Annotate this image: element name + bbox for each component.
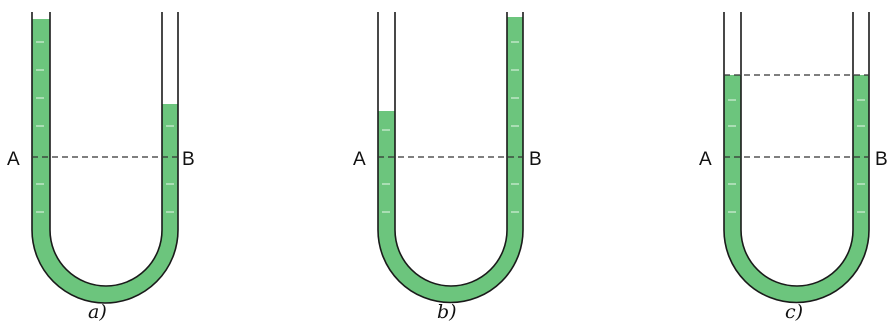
tube-a-inner-wall: [49, 12, 163, 287]
tube-c-label-right: B: [875, 149, 888, 170]
tube-a-ticks: [36, 41, 174, 273]
tube-b-label-right: B: [529, 149, 542, 170]
tube-c-inner-wall: [740, 12, 854, 287]
tube-b-inner-wall: [394, 12, 508, 287]
tube-a: A B a): [7, 12, 195, 323]
tube-c-label-left: A: [699, 149, 712, 170]
tube-b: A B b): [353, 12, 542, 323]
tube-c-outer-wall: [723, 12, 870, 304]
tube-c-liquid: [724, 75, 869, 303]
tube-c-caption: c): [785, 301, 803, 323]
tube-a-caption: a): [88, 301, 107, 323]
tube-b-label-left: A: [353, 149, 366, 170]
tube-a-liquid: [32, 19, 178, 303]
tube-b-ticks: [382, 41, 519, 273]
tube-a-label-left: A: [7, 149, 20, 170]
tube-c: A B c): [699, 12, 888, 323]
tube-b-outer-wall: [377, 12, 524, 304]
tube-b-liquid: [378, 17, 523, 303]
tube-b-caption: b): [437, 301, 457, 323]
tube-a-label-right: B: [182, 149, 195, 170]
tube-c-ticks: [728, 99, 865, 273]
tube-a-outer-wall: [31, 12, 179, 304]
